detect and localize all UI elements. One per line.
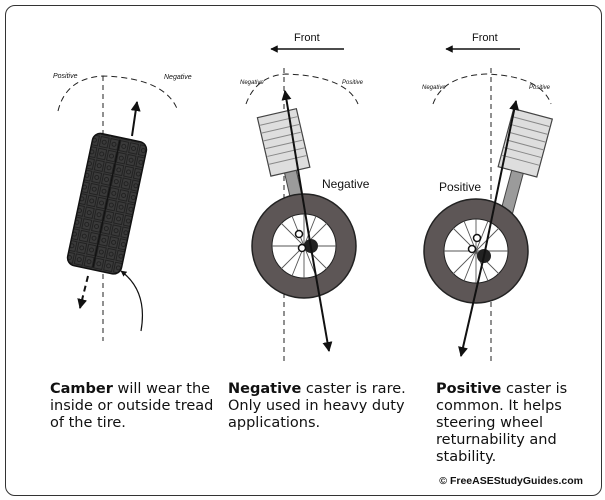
caster-camber-illustration: Positive Negative Front Negative Positiv… <box>53 32 554 362</box>
negative-description: caster is rare. Only used in heavy duty … <box>228 381 406 431</box>
positive-term: Positive <box>436 381 502 397</box>
wheel-icon <box>251 193 357 299</box>
steering-axis-arrow-up <box>281 90 311 243</box>
steering-axis-arrow-up <box>483 100 520 257</box>
camber-negative-label: Negative <box>164 74 192 81</box>
wheel-icon <box>423 198 529 304</box>
caster-arc <box>245 73 359 105</box>
tire-tread-icon <box>66 132 148 275</box>
negative-caster-caption: Negative caster is rare. Only used in he… <box>228 381 418 432</box>
camber-arc <box>57 75 179 112</box>
copyright-notice: © FreeASEStudyGuides.com <box>439 475 583 487</box>
camber-tilt-arrow-bottom <box>77 275 89 309</box>
positive-description: caster is common. It helps steering whee… <box>436 381 568 465</box>
caster-arc <box>432 73 552 105</box>
arc-negative-label: Negative <box>240 80 264 86</box>
positive-tilt-label: Positive <box>439 180 481 194</box>
camber-panel: Positive Negative <box>53 73 192 341</box>
positive-caster-caption: Positive caster is common. It helps stee… <box>436 381 586 466</box>
arc-positive-label: Positive <box>529 85 551 91</box>
diagram-frame: Positive Negative Front Negative Positiv… <box>5 5 602 496</box>
camber-caption: Camber will wear the inside or outside t… <box>50 381 225 432</box>
steering-axis-arrow-down <box>309 241 333 352</box>
camber-positive-label: Positive <box>53 73 78 80</box>
arc-negative-label: Negative <box>422 85 446 91</box>
negative-caster-panel: Front Negative Positive <box>240 32 370 362</box>
steering-axis-arrow-down <box>458 255 485 357</box>
curved-arrow-icon <box>120 270 144 332</box>
positive-caster-panel: Front Negative Positive <box>422 32 554 362</box>
front-label: Front <box>472 32 498 44</box>
negative-tilt-label: Negative <box>322 177 370 191</box>
camber-tilt-arrow-top <box>130 101 141 137</box>
negative-term: Negative <box>228 381 302 397</box>
camber-term: Camber <box>50 381 113 397</box>
camber-description: will wear the inside or outside tread of… <box>50 381 214 431</box>
arc-positive-label: Positive <box>342 80 364 86</box>
front-label: Front <box>294 32 320 44</box>
